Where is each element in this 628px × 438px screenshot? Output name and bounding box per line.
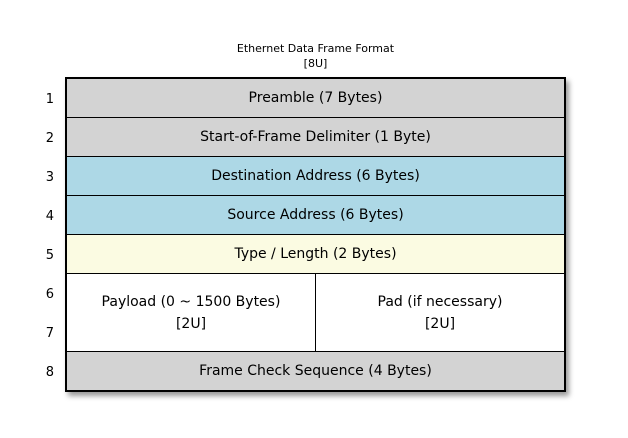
row-number-5: 5 [45, 248, 54, 263]
cell-label: Pad (if necessary) [377, 293, 503, 310]
row-destination-address: Destination Address (6 Bytes) [67, 156, 564, 195]
row-number-2: 2 [45, 131, 54, 146]
diagram-title-block: Ethernet Data Frame Format [8U] [65, 41, 566, 71]
cell-sublabel: [2U] [424, 315, 456, 332]
row-label: Preamble (7 Bytes) [248, 90, 383, 106]
row-type-length: Type / Length (2 Bytes) [67, 234, 564, 273]
row-number-column: 1 2 3 4 5 6 7 8 [0, 80, 55, 392]
row-number-1: 1 [45, 92, 54, 107]
row-label: Start-of-Frame Delimiter (1 Byte) [200, 129, 431, 145]
row-number-3: 3 [45, 170, 54, 185]
row-label: Frame Check Sequence (4 Bytes) [199, 363, 432, 379]
row-payload-pad: Payload (0 ~ 1500 Bytes) [2U] Pad (if ne… [67, 273, 564, 351]
row-number-6: 6 [45, 287, 54, 302]
row-start-of-frame-delimiter: Start-of-Frame Delimiter (1 Byte) [67, 117, 564, 156]
cell-sublabel: [2U] [175, 315, 207, 332]
row-label: Type / Length (2 Bytes) [234, 246, 397, 262]
row-preamble: Preamble (7 Bytes) [67, 79, 564, 117]
row-label: Source Address (6 Bytes) [227, 207, 404, 223]
row-label: Destination Address (6 Bytes) [211, 168, 420, 184]
cell-label: Payload (0 ~ 1500 Bytes) [101, 293, 281, 310]
cell-payload: Payload (0 ~ 1500 Bytes) [2U] [67, 274, 315, 351]
row-source-address: Source Address (6 Bytes) [67, 195, 564, 234]
diagram-subtitle: [8U] [303, 57, 328, 70]
diagram-title: Ethernet Data Frame Format [236, 42, 395, 55]
row-number-7: 7 [45, 326, 54, 341]
row-frame-check-sequence: Frame Check Sequence (4 Bytes) [67, 351, 564, 390]
row-number-8: 8 [45, 365, 54, 380]
cell-pad: Pad (if necessary) [2U] [315, 274, 564, 351]
frame-table: Preamble (7 Bytes) Start-of-Frame Delimi… [65, 77, 566, 392]
row-number-4: 4 [45, 209, 54, 224]
